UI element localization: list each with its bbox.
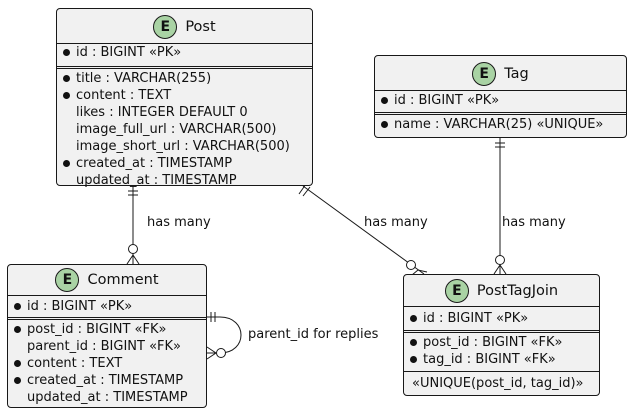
relation-label-comment-self: parent_id for replies	[248, 327, 379, 342]
ptj-many-marker-post	[411, 269, 428, 276]
field-row: updated_at : TIMESTAMP	[76, 173, 237, 188]
relation-post-posttagjoin-line	[302, 185, 425, 275]
entity-comment[interactable]: E Comment id : BIGINT «PK» post_id : BIG…	[7, 264, 207, 408]
field-row: updated_at : TIMESTAMP	[27, 390, 188, 405]
ptj-many-marker-tag	[493, 264, 507, 275]
entity-icon: E	[55, 268, 80, 292]
relation-label-tag-posttagjoin: has many	[502, 215, 566, 230]
ptj-zero-marker-tag	[495, 255, 505, 265]
entity-title: Post	[185, 19, 216, 35]
comment-self-zero-marker	[216, 348, 226, 358]
field-row: content : TEXT	[14, 355, 122, 372]
tag-ptj-one-marker	[495, 142, 505, 148]
entity-icon: E	[153, 15, 178, 39]
entity-title: Tag	[504, 66, 529, 82]
entity-title: Comment	[87, 272, 159, 288]
relation-label-post-posttagjoin: has many	[364, 215, 428, 230]
pk-row: id : BIGINT «PK»	[381, 92, 499, 109]
field-row: content : TEXT	[63, 87, 171, 104]
field-row: post_id : BIGINT «FK»	[410, 334, 562, 351]
entity-post[interactable]: E Post id : BIGINT «PK» title : VARCHAR(…	[56, 8, 313, 188]
comment-many-marker	[126, 254, 140, 265]
field-row: name : VARCHAR(25) «UNIQUE»	[381, 116, 603, 133]
relation-comment-self-line	[207, 316, 242, 354]
entity-icon: E	[444, 279, 469, 303]
comment-self-one-marker	[210, 312, 216, 322]
entity-icon: E	[472, 62, 497, 86]
field-row: title : VARCHAR(255)	[63, 70, 211, 87]
entity-title: PostTagJoin	[476, 283, 559, 299]
comment-zero-marker	[128, 244, 138, 254]
pk-row: id : BIGINT «PK»	[63, 44, 181, 61]
ptj-zero-marker-post	[406, 260, 416, 270]
entity-posttagjoin[interactable]: E PostTagJoin id : BIGINT «PK» post_id :…	[403, 274, 600, 396]
field-row: image_short_url : VARCHAR(500)	[76, 139, 290, 154]
field-row: image_full_url : VARCHAR(500)	[76, 122, 277, 137]
relation-label-post-comment: has many	[147, 215, 211, 230]
field-row: parent_id : BIGINT «FK»	[27, 339, 181, 354]
post-comment-one-marker	[128, 190, 138, 196]
unique-constraint: «UNIQUE(post_id, tag_id)»	[412, 376, 584, 391]
field-row: post_id : BIGINT «FK»	[14, 321, 166, 338]
comment-self-many-marker	[206, 346, 217, 360]
field-row: tag_id : BIGINT «FK»	[410, 351, 556, 368]
pk-row: id : BIGINT «PK»	[14, 298, 132, 315]
pk-row: id : BIGINT «PK»	[410, 310, 528, 327]
field-row: likes : INTEGER DEFAULT 0	[76, 105, 248, 120]
field-row: created_at : TIMESTAMP	[14, 372, 183, 389]
entity-tag[interactable]: E Tag id : BIGINT «PK» name : VARCHAR(25…	[374, 55, 627, 138]
field-row: created_at : TIMESTAMP	[63, 155, 232, 172]
